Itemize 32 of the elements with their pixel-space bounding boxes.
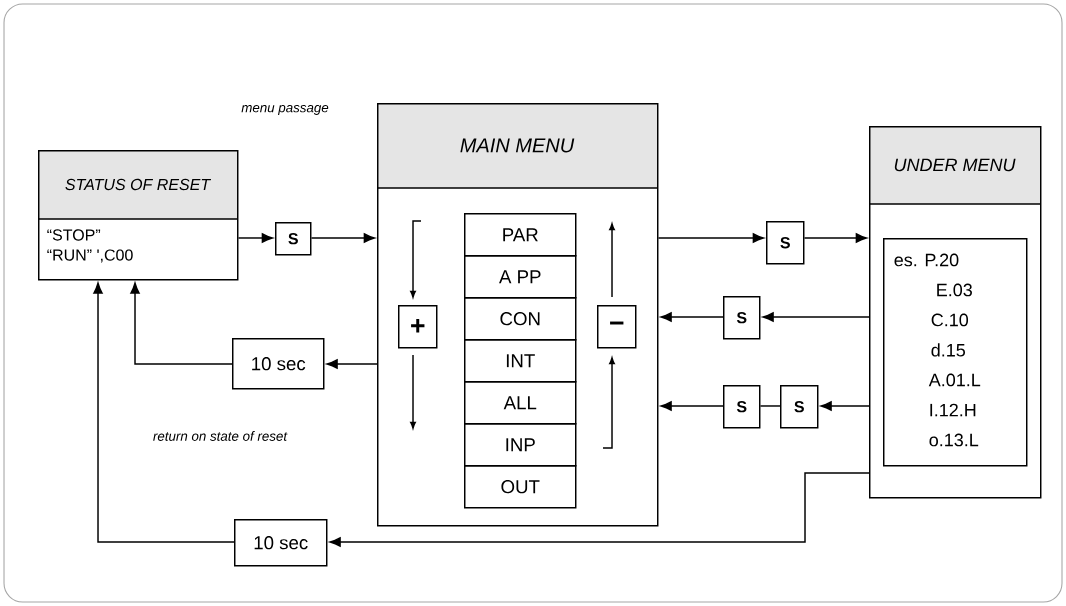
key-box: S: [780, 385, 819, 429]
arrow: [820, 401, 870, 411]
arrow: [803, 233, 867, 243]
arrow: [310, 233, 375, 243]
menu-item-cell: A PP: [464, 255, 577, 299]
key-box: +: [398, 305, 438, 349]
arrow: [93, 282, 235, 543]
arrow: [326, 359, 378, 369]
arrow: [130, 282, 233, 365]
menu-item-cell: INP: [464, 423, 577, 467]
menu-item-cell: OUT: [464, 465, 577, 509]
key-box: S: [723, 385, 761, 429]
timer-box: 10 sec: [232, 338, 325, 390]
arrow: [660, 312, 724, 322]
key-box: −: [597, 305, 637, 349]
key-box: S: [275, 222, 312, 256]
arrow: [657, 233, 764, 243]
arrow: [762, 312, 870, 322]
arrow: [660, 401, 724, 411]
menu-item-cell: CON: [464, 297, 577, 341]
key-box: S: [766, 221, 805, 265]
menu-item-cell: PAR: [464, 213, 577, 257]
note-text: return on state of reset: [153, 431, 288, 441]
parameter-list-box: es. P.20 E.03 C.10 d.15 A.01.L I.12.H o.13.L: [883, 238, 1028, 467]
timer-box: 10 sec: [234, 519, 328, 567]
menu-box: STATUS OF RESET “STOP” “RUN” ',C00: [37, 150, 239, 281]
arrow: [237, 233, 273, 243]
key-box: S: [723, 296, 761, 340]
note-text: menu passage: [241, 105, 329, 115]
arrow: [329, 472, 870, 547]
menu-item-cell: INT: [464, 339, 577, 383]
menu-item-cell: ALL: [464, 381, 577, 425]
